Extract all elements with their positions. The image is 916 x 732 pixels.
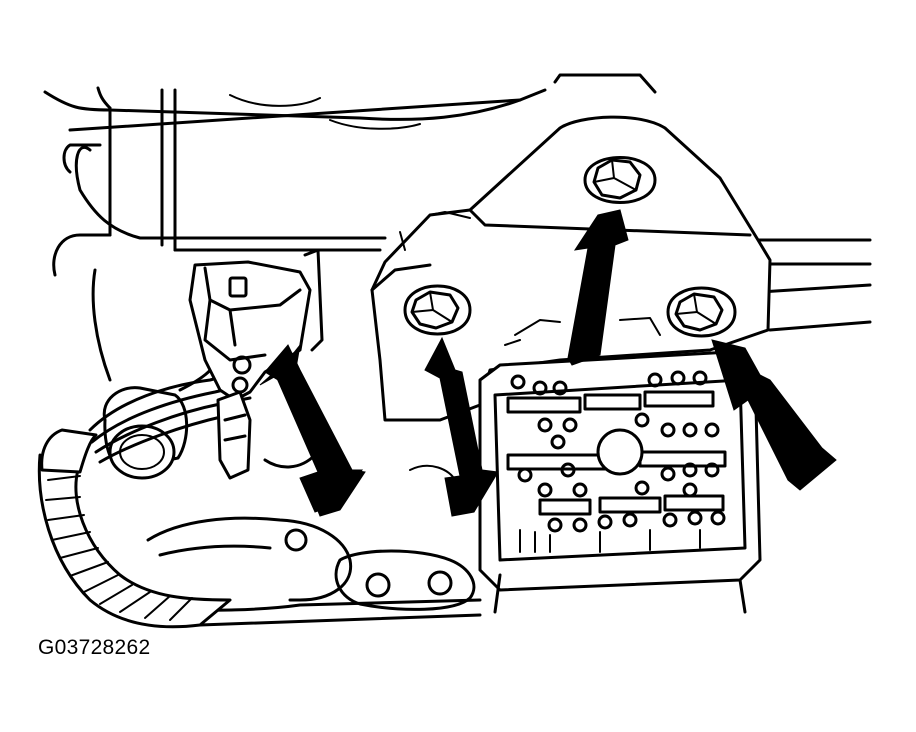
- figure-id-label: G03728262: [38, 636, 151, 659]
- hex-bolt-icon: [583, 156, 657, 204]
- arrow-icon: [711, 339, 837, 491]
- connector-arrow: [259, 344, 366, 517]
- arrow-icon: [259, 344, 366, 517]
- engine-housing: [43, 73, 872, 332]
- mounting-bracket: [370, 115, 772, 422]
- left-bolt: [403, 284, 472, 336]
- coolant-pipe: [91, 268, 222, 480]
- left-bolt-arrow: [424, 336, 499, 517]
- right-bolt: [666, 286, 737, 338]
- right-bolt-arrow: [711, 339, 837, 491]
- wiring-harness: [37, 370, 252, 629]
- top-bolt-arrow: [567, 209, 629, 366]
- hex-bolt-icon: [666, 286, 737, 338]
- control-module: [478, 317, 762, 614]
- arrow-icon: [567, 209, 629, 366]
- electrical-connector-icon: [188, 248, 324, 480]
- arrow-icon: [424, 336, 499, 517]
- hex-bolt-icon: [403, 284, 472, 336]
- top-bolt: [583, 156, 657, 204]
